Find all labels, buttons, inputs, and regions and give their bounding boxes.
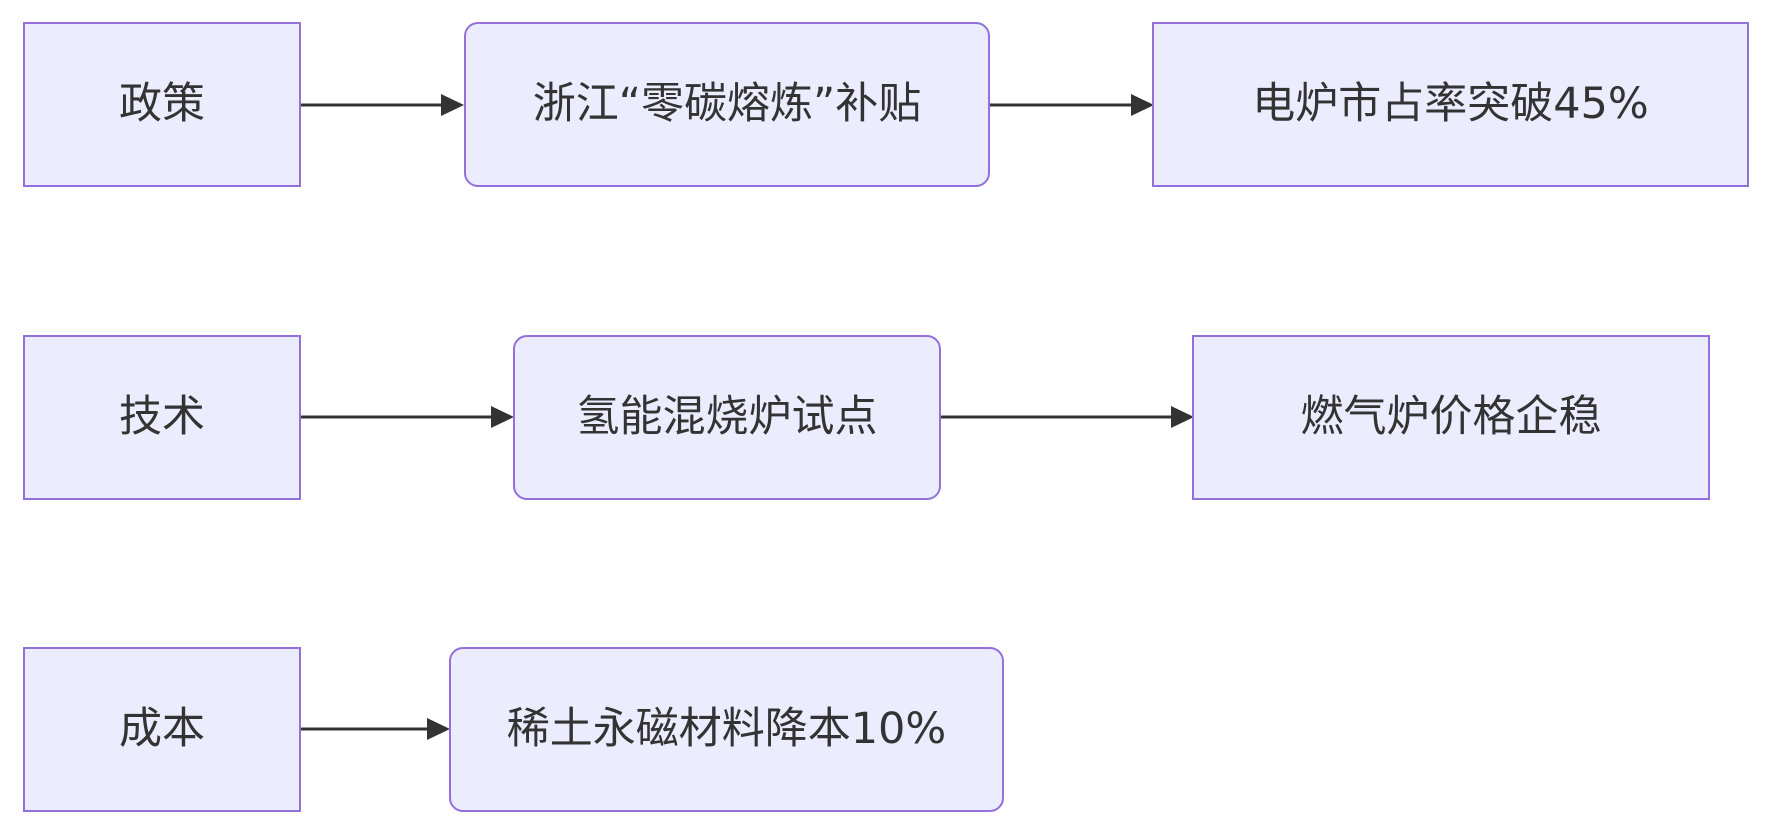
node-technology: 技术	[23, 335, 301, 500]
arrowhead-tech-to-pilot	[491, 406, 514, 428]
node-zero-carbon-subsidy: 浙江“零碳熔炼”补贴	[464, 22, 990, 187]
node-electric-furnace-share: 电炉市占率突破45%	[1152, 22, 1749, 187]
node-gas-furnace-price: 燃气炉价格企稳	[1192, 335, 1710, 500]
arrowhead-policy-to-subsidy	[441, 94, 464, 116]
arrowhead-pilot-to-price	[1171, 406, 1194, 428]
node-rare-earth-cost-reduction-label: 稀土永磁材料降本10%	[506, 704, 947, 754]
node-cost-label: 成本	[119, 704, 205, 754]
node-cost: 成本	[23, 647, 301, 812]
arrowhead-subsidy-to-share	[1131, 94, 1154, 116]
node-policy: 政策	[23, 22, 301, 187]
node-technology-label: 技术	[119, 392, 205, 442]
node-hydrogen-pilot-label: 氢能混烧炉试点	[576, 392, 878, 442]
arrowhead-cost-to-material	[427, 718, 450, 740]
node-hydrogen-pilot: 氢能混烧炉试点	[513, 335, 941, 500]
node-zero-carbon-subsidy-label: 浙江“零碳熔炼”补贴	[532, 79, 922, 129]
node-gas-furnace-price-label: 燃气炉价格企稳	[1300, 392, 1602, 442]
node-rare-earth-cost-reduction: 稀土永磁材料降本10%	[449, 647, 1004, 812]
node-policy-label: 政策	[119, 79, 205, 129]
node-electric-furnace-share-label: 电炉市占率突破45%	[1252, 79, 1649, 129]
